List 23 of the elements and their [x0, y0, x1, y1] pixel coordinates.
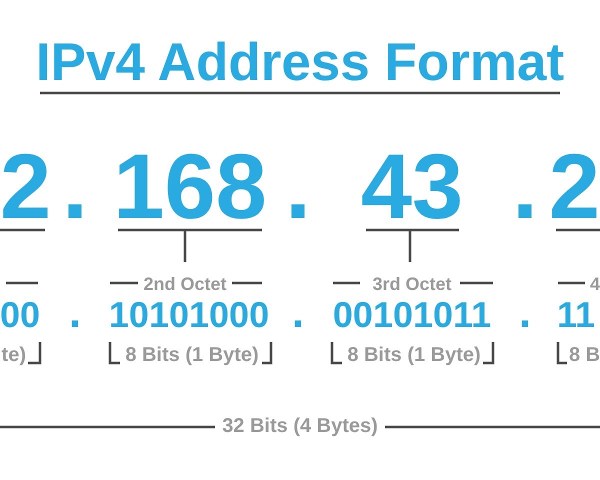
binary-octet: 10101000	[108, 297, 270, 333]
octet-label: 4	[590, 275, 600, 293]
bit-size-label: 8 Bits (1 Byte)	[125, 345, 259, 365]
dot-separator: .	[285, 150, 311, 226]
dot-separator: .	[292, 291, 304, 335]
bit-size-label: te)	[2, 345, 26, 365]
decimal-octet: 2	[0, 150, 52, 226]
decimal-octet: 43	[360, 150, 464, 226]
dot-separator: .	[518, 291, 532, 335]
total-size-label: 32 Bits (4 Bytes)	[222, 416, 378, 436]
octet-label: 2nd Octet	[144, 275, 226, 293]
dot-separator: .	[512, 150, 538, 226]
bit-size-label: 8 B	[569, 345, 600, 365]
decimal-octet: 2	[548, 150, 600, 226]
bit-size-label: 8 Bits (1 Byte)	[347, 345, 481, 365]
title: IPv4 Address Format	[36, 36, 564, 89]
dot-separator: .	[62, 150, 88, 226]
decimal-octet: 168	[113, 150, 267, 226]
binary-octet: 00	[0, 297, 40, 333]
dot-separator: .	[68, 291, 82, 335]
octet-label: 3rd Octet	[372, 275, 452, 293]
binary-octet: 11	[557, 297, 596, 333]
binary-octet: 00101011	[332, 297, 492, 333]
